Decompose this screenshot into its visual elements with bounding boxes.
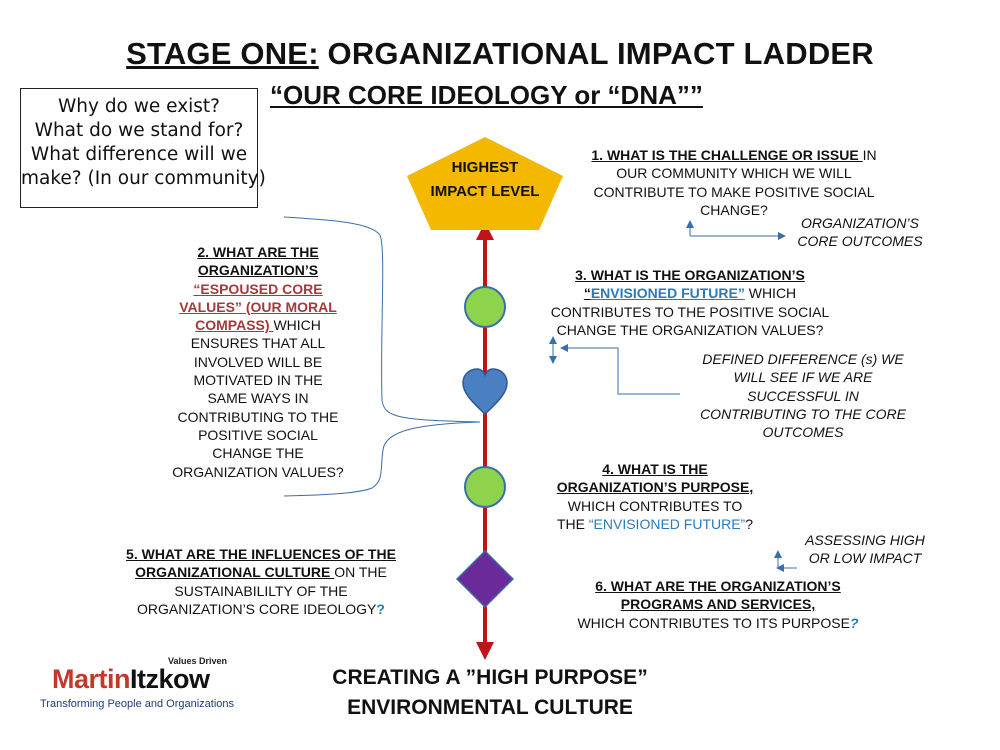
question-6: 6. WHAT ARE THE ORGANIZATION’S PROGRAMS … [548,577,888,632]
note3-l2: WILL SEE IF WE ARE [733,369,873,386]
note1-line1: ORGANIZATION’S [801,215,919,231]
question-1: 1. WHAT IS THE CHALLENGE OR ISSUE IN OUR… [548,146,920,219]
bottom-caption: CREATING A ”HIGH PURPOSE” ENVIRONMENTAL … [300,663,680,723]
title-prefix: STAGE ONE: [126,36,319,71]
q2-l9: SAME WAYS IN [207,390,309,407]
page-title: STAGE ONE: ORGANIZATIONAL IMPACT LADDER [0,36,1000,72]
note4-l1: ASSESSING HIGH [805,532,925,548]
question-5: 5. WHAT ARE THE INFLUENCES OF THE ORGANI… [100,545,422,618]
title-main: ORGANIZATIONAL IMPACT LADDER [318,36,874,71]
q2-l7: INVOLVED WILL BE [193,353,323,370]
apex-label: HIGHEST IMPACT LEVEL [430,156,540,204]
q4-envisioned: “ENVISIONED FUTURE” [588,515,746,532]
question-line: What do we stand for? [34,120,244,141]
q5-l3: SUSTAINABILILTY OF THE [174,582,348,599]
apex-line1: HIGHEST [451,159,519,176]
highest-impact-pentagon [407,137,563,230]
q2-l11: POSITIVE SOCIAL [198,426,318,443]
q2-l8: MOTIVATED IN THE [193,372,323,389]
page-subtitle: “OUR CORE IDEOLOGY or “DNA”” [270,80,703,110]
logo-name: MartinItzkow [52,664,210,695]
bottom-line1: CREATING A ”HIGH PURPOSE” [332,666,648,689]
question-line: What difference will we [30,144,248,165]
q5-l2a: ORGANIZATIONAL CULTURE [135,564,335,581]
q4-l4c: ? [745,515,754,532]
q5-l4a: ORGANIZATION’S CORE IDEOLOGY [137,600,377,617]
q6-l3a: WHICH CONTRIBUTES TO ITS PURPOSE [577,614,850,631]
question-4: 4. WHAT IS THE ORGANIZATION’S PURPOSE, W… [530,460,780,533]
q3-open-quote: “ [583,285,591,302]
q2-l4: VALUES” (OUR MORAL [179,298,337,315]
q3-l4: CHANGE THE ORGANIZATION VALUES? [556,321,824,338]
q4-l4a: THE [556,515,589,532]
ladder-diamond [455,549,515,609]
ladder-circle-lower [464,466,506,508]
question-line: make? (In our community) [21,168,266,189]
question-3: 3. WHAT IS THE ORGANIZATION’S “ENVISIONE… [520,266,860,339]
arrow-note3-path [560,344,680,395]
logo-first: Martin [52,664,131,694]
q4-l1: 4. WHAT IS THE [602,461,708,477]
left-bracket [283,216,481,497]
q3-l3: CONTRIBUTES TO THE POSITIVE SOCIAL [550,303,830,320]
q4-l3: WHICH CONTRIBUTES TO [567,497,743,514]
q1-line2: OUR COMMUNITY WHICH WE WILL [616,165,852,182]
q3-which: WHICH [744,285,797,302]
note4-l2: OR LOW IMPACT [808,550,922,567]
martin-itzkow-logo: Values Driven MartinItzkow Transforming … [38,656,268,716]
note3-l5: OUTCOMES [762,424,844,441]
apex-line2: IMPACT LEVEL [430,183,540,200]
question-line: Why do we exist? [57,96,221,117]
note3-l1: DEFINED DIFFERENCE (s) WE [702,351,904,367]
q2-l5: COMPASS) [195,317,274,334]
ladder-circle-upper [464,286,506,328]
note3-l3: SUCCESSFUL IN [747,387,859,404]
q1-line4: CHANGE? [700,201,768,218]
q2-l10: CONTRIBUTING TO THE [177,408,339,425]
q2-l6: ENSURES THAT ALL [190,335,326,352]
q2-l3: “ESPOUSED CORE [193,280,323,297]
note-core-outcomes: ORGANIZATION’S CORE OUTCOMES [780,214,940,251]
ladder-heart [462,368,508,416]
bottom-line2: ENVIRONMENTAL CULTURE [347,696,633,719]
q2-l13: ORGANIZATION VALUES? [172,463,344,480]
q2-l2: ORGANIZATION’S [197,262,319,279]
q6-l2: PROGRAMS AND SERVICES, [620,596,816,613]
pole-arrow-down [476,642,494,660]
logo-last: Itzkow [130,664,210,694]
q2-l12: CHANGE THE [212,445,304,462]
q2-l1: 2. WHAT ARE THE [197,244,319,260]
question-2: 2. WHAT ARE THE ORGANIZATION’S “ESPOUSED… [148,243,368,481]
q3-head: 3. WHAT IS THE ORGANIZATION’S [575,267,805,283]
q1-head: 1. WHAT IS THE CHALLENGE OR ISSUE [591,147,863,163]
note-defined-difference: DEFINED DIFFERENCE (s) WE WILL SEE IF WE… [680,350,926,441]
q1-line3: CONTRIBUTE TO MAKE POSITIVE SOCIAL [593,183,875,200]
q5-l1: 5. WHAT ARE THE INFLUENCES OF THE [126,546,396,562]
logo-values-driven: Values Driven [168,656,228,666]
q1-rest1: IN [862,147,877,163]
q6-l3b: ? [849,614,859,631]
note3-l4: CONTRIBUTING TO THE CORE [700,405,906,422]
q3-envisioned: ENVISIONED FUTURE” [590,285,745,302]
q4-l2: ORGANIZATION’S PURPOSE, [556,479,754,496]
logo-tagline: Transforming People and Organizations [40,698,235,710]
note-assessing: ASSESSING HIGH OR LOW IMPACT [795,531,935,568]
q2-l5b: WHICH [273,317,321,334]
q5-l2b: ON THE [334,564,387,581]
questions-box: Why do we exist? What do we stand for? W… [20,88,266,208]
q5-l4b: ? [376,600,385,617]
note1-line2: CORE OUTCOMES [797,233,923,250]
pole-arrow-up [476,222,494,240]
q6-l1: 6. WHAT ARE THE ORGANIZATION’S [595,578,841,594]
